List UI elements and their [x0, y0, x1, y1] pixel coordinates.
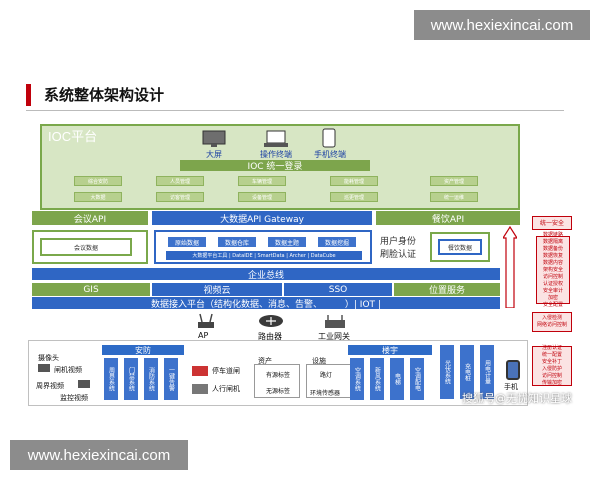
sso-bar: SSO: [284, 283, 392, 296]
chip-raw-data: 原始数据: [168, 237, 206, 247]
parking-gate: 停车道闸: [212, 367, 240, 375]
building-col-3: 电梯: [390, 358, 404, 400]
module-device: 设备管理: [238, 192, 286, 202]
chip-data-topic: 数据主题: [268, 237, 306, 247]
ioc-title: IOC平台: [48, 129, 98, 144]
page-title: 系统整体架构设计: [44, 86, 165, 104]
power-col-3: 用电计量: [480, 345, 494, 399]
asset-active: 有源标签: [266, 372, 291, 379]
title-accent: [26, 84, 31, 106]
watermark-top: www.hexiexincai.com: [414, 10, 590, 40]
ap-icon: [198, 313, 214, 328]
security-data: 数据链路 数据隔离 数据备份 数据恢复 数据内容 架构安全 访问控制 认证授权 …: [536, 232, 570, 308]
device-label-terminal: 操作终端: [260, 150, 292, 159]
meeting-api: 会议API: [32, 211, 148, 225]
phone-device-icon: [506, 360, 520, 380]
module-security: 综合安防: [74, 176, 122, 186]
module-patrol: 巡更管理: [330, 192, 378, 202]
screen-icon: [202, 130, 226, 147]
chip-data-warehouse: 数据仓库: [218, 237, 256, 247]
device-label-screen: 大屏: [206, 150, 222, 159]
module-vehicle: 车辆管理: [238, 176, 286, 186]
auth-label: 用户身份 刷脸认证: [380, 237, 417, 260]
env-sensor: 环境传感器: [310, 390, 341, 397]
power-col-2: 充电桩: [460, 345, 474, 399]
parking-gate-icon: [192, 366, 208, 376]
building-col-2: 新风系统: [370, 358, 384, 400]
dining-api: 餐饮API: [376, 211, 520, 225]
gis-bar: GIS: [32, 283, 150, 296]
module-personnel: 人员管理: [156, 176, 204, 186]
gateway-label: 工业网关: [318, 332, 350, 341]
overlay-text: 搜狐号@无忧知识星球: [462, 392, 572, 405]
pedestrian-gate-icon: [192, 384, 208, 394]
bottom-frame: [28, 340, 528, 406]
assets-title: 资产: [258, 357, 272, 365]
facilities-title: 设施: [312, 357, 326, 365]
module-energy: 能耗管理: [330, 176, 378, 186]
ap-label: AP: [198, 331, 209, 340]
access-platform: 数据接入平台（结构化数据、消息、告警、 ）| IOT |: [32, 297, 500, 310]
bigdata-tools: 大数据平台工具 | DataIDE | SmartData | Archer |…: [166, 251, 362, 260]
enterprise-bus: 企业总线: [32, 268, 500, 281]
chip-data-mining: 数据挖掘: [318, 237, 356, 247]
bigdata-api-gateway: 大数据API Gateway: [152, 211, 372, 225]
location-bar: 位置服务: [394, 283, 500, 296]
pedestrian-gate: 人行闸机: [212, 385, 240, 393]
device-label-mobile: 手机终端: [314, 150, 346, 159]
camera-icon: [38, 364, 50, 372]
asset-passive: 无源标签: [266, 388, 291, 395]
phone-label: 手机: [504, 383, 518, 391]
building-col-1: 空调系统: [350, 358, 364, 400]
security-endpoint: 注册认证 统一配置 安全补丁 入侵防护 访问控制 传输加密: [532, 345, 572, 386]
street-light: 路灯: [320, 372, 333, 379]
module-ops: 统一运维: [430, 192, 478, 202]
ioc-login-bar: IOC 统一登录: [180, 160, 370, 172]
building-title: 楼宇: [348, 345, 432, 355]
assets-box: [254, 364, 300, 398]
laptop-icon: [264, 130, 288, 147]
watermark-bottom: www.hexiexincai.com: [10, 440, 188, 470]
title-divider: [26, 110, 564, 111]
security-unified: 统一安全: [532, 216, 572, 230]
camera-title: 摄像头: [38, 354, 59, 362]
camera-gate: 闸机视频: [54, 366, 82, 374]
building-col-4: 空调配电: [410, 358, 424, 400]
module-visitor: 访客管理: [156, 192, 204, 202]
module-bigdata: 大数据: [74, 192, 122, 202]
gateway-icon: [325, 315, 345, 328]
router-label: 路由器: [258, 332, 282, 341]
video-cloud-bar: 视频云: [152, 283, 282, 296]
dining-data-inner: 餐饮数据: [438, 239, 482, 255]
camera-perimeter: 周界视频: [36, 382, 64, 390]
security-network: 入侵检测 网络访问控制: [532, 312, 572, 332]
power-col-1: 光伏系统: [440, 345, 454, 399]
security-col-4: 一键告警: [164, 358, 178, 400]
phone-icon: [322, 128, 336, 148]
security-col-3: 消防系统: [144, 358, 158, 400]
security-col-1: 周界系统: [104, 358, 118, 400]
camera-icon-2: [78, 380, 90, 388]
camera-monitor: 监控视频: [60, 394, 88, 402]
security-title: 安防: [102, 345, 184, 355]
meeting-data-inner: 会议数据: [40, 238, 132, 256]
up-arrow-icon: [503, 226, 517, 308]
module-assets: 资产管理: [430, 176, 478, 186]
router-icon: [259, 315, 283, 327]
security-col-2: 门禁系统: [124, 358, 138, 400]
